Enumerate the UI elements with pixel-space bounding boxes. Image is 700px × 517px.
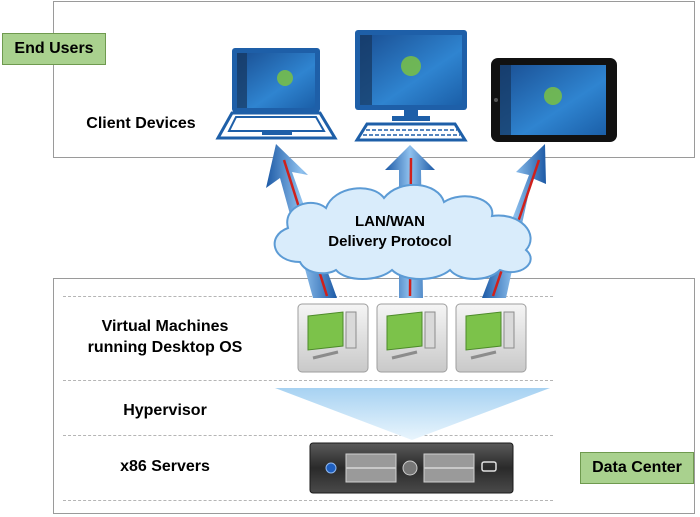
virtual-machine-icon [297, 303, 369, 373]
layer-separator [63, 380, 553, 381]
cloud-label-line2: Delivery Protocol [328, 233, 452, 250]
cloud-label: LAN/WAN Delivery Protocol [320, 212, 460, 252]
cloud-label-line1: LAN/WAN [355, 213, 425, 230]
vm-label-line2: running Desktop OS [87, 339, 243, 356]
tablet-icon [491, 58, 617, 142]
cloud-icon [273, 184, 532, 280]
vm-label-line1: Virtual Machines [101, 318, 229, 335]
virtual-machine-icon [455, 303, 527, 373]
virtual-machine-icon [376, 303, 448, 373]
data-center-tag: Data Center [580, 452, 694, 484]
client-devices-label: Client Devices [86, 115, 196, 132]
layer-separator [63, 500, 553, 501]
server-icon [309, 442, 514, 494]
x86-servers-label: x86 Servers [120, 458, 210, 475]
end-users-tag: End Users [2, 33, 106, 65]
layer-separator [63, 296, 553, 297]
hypervisor-label: Hypervisor [123, 402, 207, 419]
hypervisor-beam [275, 388, 550, 440]
desktop-monitor-icon [354, 30, 468, 142]
laptop-icon [215, 48, 338, 140]
layer-separator [63, 435, 553, 436]
virtual-machines-label: Virtual Machines running Desktop OS [70, 316, 260, 358]
